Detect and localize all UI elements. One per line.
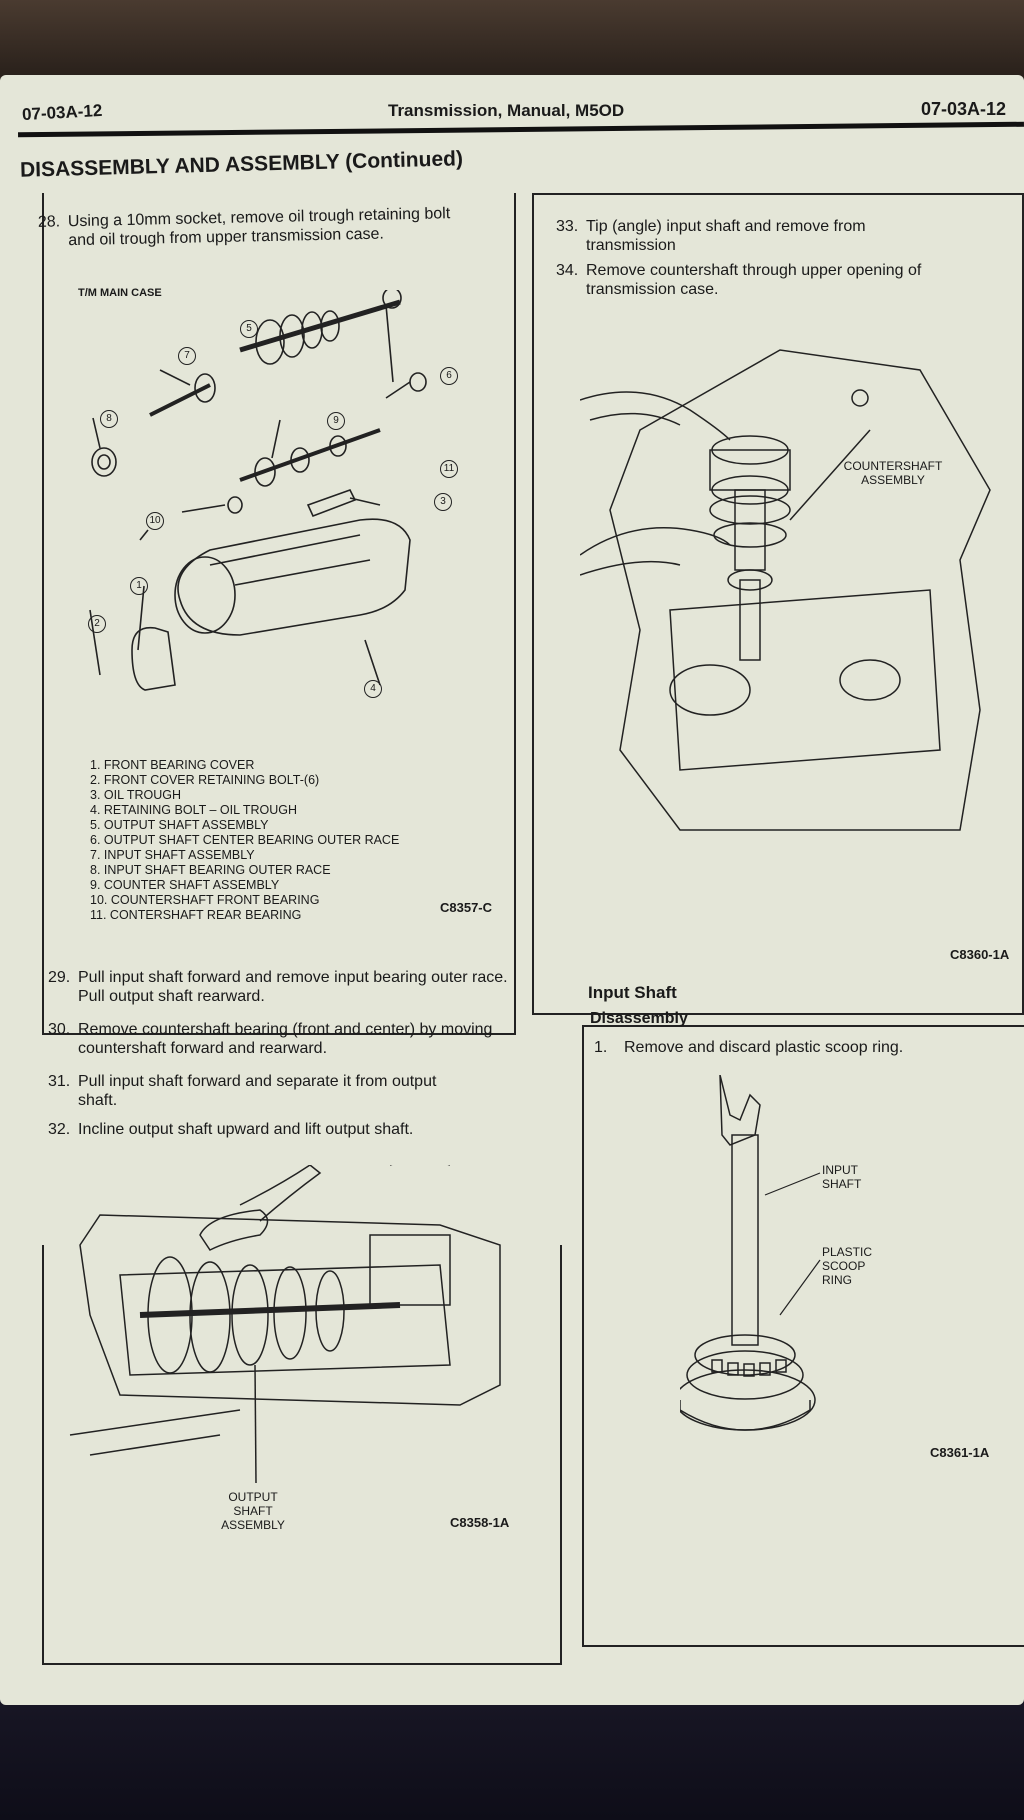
- input-shaft-illustration: [680, 1075, 816, 1431]
- page-header-title: Transmission, Manual, M5OD: [388, 101, 625, 120]
- marker-9: 9: [327, 412, 345, 430]
- step-number: 1.: [594, 1039, 608, 1056]
- callout-countershaft: COUNTERSHAFT ASSEMBLY: [843, 459, 943, 487]
- step-number: 30.: [48, 1021, 71, 1038]
- step-text: Remove countershaft bearing (front and c…: [78, 1021, 493, 1057]
- legend-item: 3. OIL TROUGH: [90, 788, 181, 802]
- step-30: 30. Remove countershaft bearing (front an…: [48, 1020, 518, 1058]
- figure-code: C8361-1A: [930, 1445, 990, 1460]
- step-text: Remove and discard plastic scoop ring.: [624, 1039, 904, 1056]
- legend-item: 8. INPUT SHAFT BEARING OUTER RACE: [90, 863, 331, 877]
- parts-legend: 1. FRONT BEARING COVER 2. FRONT COVER RE…: [90, 758, 399, 923]
- header-rule: [18, 121, 1024, 138]
- legend-item: 1. FRONT BEARING COVER: [90, 758, 255, 772]
- countershaft-illustration: [580, 349, 991, 831]
- step-number: 31.: [48, 1073, 71, 1090]
- step-32: 32. Incline output shaft upward and lift …: [48, 1120, 518, 1139]
- legend-item: 2. FRONT COVER RETAINING BOLT-(6): [90, 773, 320, 787]
- figure-panel-left-bottom: [42, 1245, 562, 1665]
- callout-input-shaft: INPUT SHAFT: [822, 1163, 862, 1191]
- marker-8: 8: [100, 410, 118, 428]
- legend-item: 9. COUNTER SHAFT ASSEMBLY: [90, 878, 280, 892]
- legend-item: 6. OUTPUT SHAFT CENTER BEARING OUTER RAC…: [90, 833, 400, 847]
- heading-disassembly: Disassembly: [590, 1010, 688, 1027]
- marker-5: 5: [240, 320, 258, 338]
- marker-1: 1: [130, 577, 148, 595]
- page-number-left: 07-03A-12: [21, 100, 103, 125]
- marker-3: 3: [434, 493, 452, 511]
- step-number: 33.: [556, 218, 579, 235]
- figure-code: C8360-1A: [950, 947, 1010, 962]
- marker-2: 2: [88, 615, 106, 633]
- callout-output-shaft: OUTPUT SHAFT ASSEMBLY: [221, 1490, 285, 1532]
- legend-item: 5. OUTPUT SHAFT ASSEMBLY: [90, 818, 269, 832]
- figure-code: C8357-C: [440, 900, 493, 915]
- manual-page: 07-03A-12 Transmission, Manual, M5OD 07-…: [0, 75, 1024, 1705]
- step-number: 34.: [556, 262, 579, 279]
- step-number: 28.: [37, 213, 61, 231]
- marker-6: 6: [440, 367, 458, 385]
- step-34: 34. Remove countershaft through upper ope…: [556, 261, 1006, 299]
- step-29: 29. Pull input shaft forward and remove i…: [48, 968, 518, 1006]
- step-text: Remove countershaft through upper openin…: [586, 262, 922, 298]
- page-number-right: 07-03A-12: [920, 99, 1006, 119]
- figure-panel-right-bottom: [582, 1025, 1024, 1647]
- figure-code: C8358-1A: [450, 1515, 510, 1530]
- figure-panel-right-top: [532, 193, 1024, 1015]
- step-33: 33. Tip (angle) input shaft and remove fr…: [556, 217, 1006, 255]
- step-31: 31. Pull input shaft forward and separate…: [48, 1072, 518, 1110]
- input-shaft-leaders: [764, 1172, 821, 1316]
- heading-input-shaft: Input Shaft: [588, 983, 677, 1002]
- step-text: Tip (angle) input shaft and remove from …: [586, 218, 866, 254]
- step-disassembly-1: 1. Remove and discard plastic scoop ring.: [594, 1038, 1014, 1057]
- marker-10: 10: [146, 512, 164, 530]
- step-number: 29.: [48, 969, 71, 986]
- callout-plastic-scoop-ring: PLASTIC SCOOP RING: [822, 1245, 873, 1287]
- step-text: Incline output shaft upward and lift out…: [78, 1121, 414, 1138]
- legend-item: 10. COUNTERSHAFT FRONT BEARING: [90, 893, 320, 907]
- figure-title: T/M MAIN CASE: [78, 287, 162, 299]
- marker-4: 4: [364, 680, 382, 698]
- section-title: DISASSEMBLY AND ASSEMBLY (Continued): [19, 147, 464, 182]
- marker-11: 11: [440, 460, 458, 478]
- legend-item: 7. INPUT SHAFT ASSEMBLY: [90, 848, 255, 862]
- step-text: Pull input shaft forward and separate it…: [78, 1073, 437, 1109]
- output-shaft-illustration: [69, 1165, 501, 1484]
- step-text: Pull input shaft forward and remove inpu…: [78, 969, 508, 1005]
- exploded-diagram: [89, 290, 427, 691]
- legend-item: 11. CONTERSHAFT REAR BEARING: [90, 908, 302, 922]
- figure-panel-left-top: [42, 193, 516, 1035]
- marker-7: 7: [178, 347, 196, 365]
- step-number: 32.: [48, 1121, 71, 1138]
- legend-item: 4. RETAINING BOLT – OIL TROUGH: [90, 803, 297, 817]
